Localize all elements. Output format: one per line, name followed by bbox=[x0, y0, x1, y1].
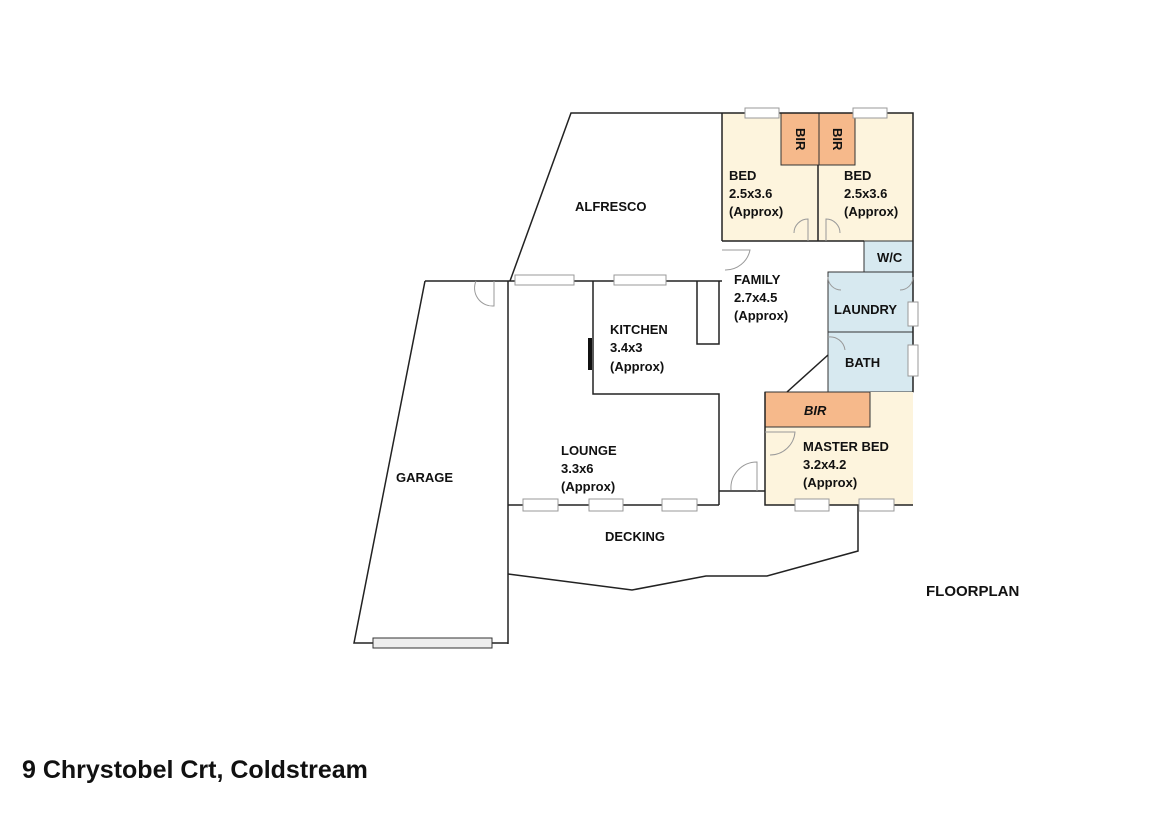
garage-label: GARAGE bbox=[396, 470, 453, 485]
kitchen-note: (Approx) bbox=[610, 359, 664, 374]
bed2-name: BED bbox=[844, 168, 871, 183]
master-size: 3.2x4.2 bbox=[803, 457, 846, 472]
bed1-size: 2.5x3.6 bbox=[729, 186, 772, 201]
door-swings bbox=[474, 218, 914, 491]
family-note: (Approx) bbox=[734, 308, 788, 323]
master-bir-label: BIR bbox=[804, 403, 827, 418]
bir2-area bbox=[818, 112, 856, 166]
bir2-label: BIR bbox=[830, 128, 845, 151]
family-size: 2.7x4.5 bbox=[734, 290, 777, 305]
bir1-area bbox=[780, 112, 820, 166]
lounge-note: (Approx) bbox=[561, 479, 615, 494]
master-bir-area bbox=[764, 391, 871, 428]
master-note: (Approx) bbox=[803, 475, 857, 490]
floorplan-title: FLOORPLAN bbox=[926, 583, 1020, 600]
master-name: MASTER BED bbox=[803, 439, 889, 454]
kitchen-name: KITCHEN bbox=[610, 322, 668, 337]
laundry-area bbox=[827, 271, 914, 333]
decking-label: DECKING bbox=[605, 529, 665, 544]
lounge-name: LOUNGE bbox=[561, 443, 617, 458]
family-name: FAMILY bbox=[734, 272, 781, 287]
bed2-size: 2.5x3.6 bbox=[844, 186, 887, 201]
windows bbox=[514, 107, 919, 512]
property-address: 9 Chrystobel Crt, Coldstream bbox=[22, 756, 368, 784]
alfresco-label: ALFRESCO bbox=[575, 199, 647, 214]
bath-label: BATH bbox=[845, 355, 880, 370]
laundry-label: LAUNDRY bbox=[834, 302, 897, 317]
kitchen-bench-mark bbox=[588, 338, 592, 370]
bir1-label: BIR bbox=[793, 128, 808, 151]
bed1-name: BED bbox=[729, 168, 756, 183]
bed1-note: (Approx) bbox=[729, 204, 783, 219]
lounge-size: 3.3x6 bbox=[561, 461, 594, 476]
wc-label: W/C bbox=[877, 250, 903, 265]
garage-door bbox=[372, 637, 493, 649]
kitchen-size: 3.4x3 bbox=[610, 340, 643, 355]
bath-area bbox=[827, 331, 914, 393]
bed2-note: (Approx) bbox=[844, 204, 898, 219]
